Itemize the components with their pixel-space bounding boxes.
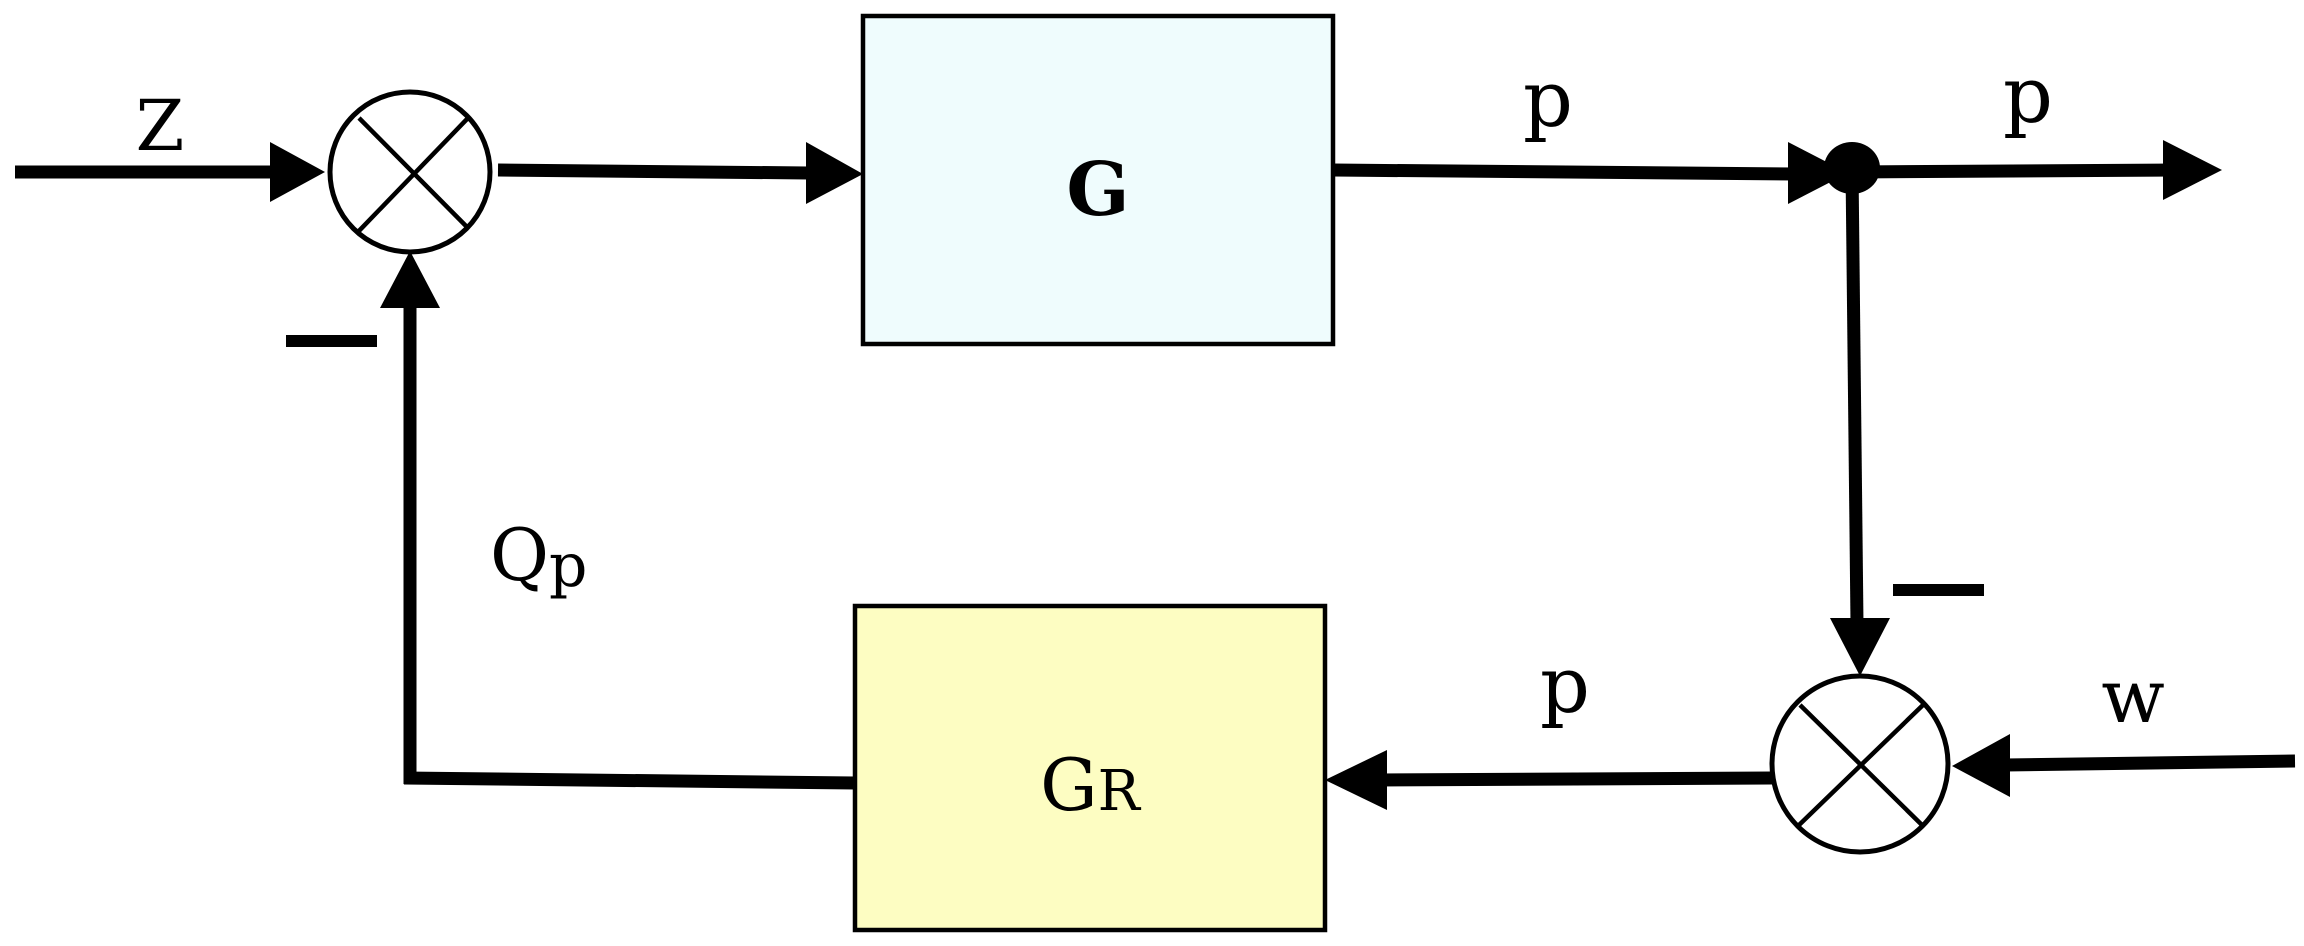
block-gr: [852, 603, 1328, 933]
g-output-line: [1332, 163, 1796, 181]
output-line: [1851, 163, 2171, 179]
summing-junction-right: [1769, 673, 1951, 855]
block-gr-label-main: G: [1040, 743, 1098, 827]
label-qp: Qp: [490, 513, 587, 601]
g-output-arrow: [1788, 142, 1848, 204]
block-gr-label-sub: R: [1098, 759, 1142, 824]
output-arrow: [2163, 140, 2222, 200]
summer-to-g-arrow: [806, 142, 863, 204]
label-qp-main: Q: [490, 513, 549, 597]
label-w: w: [2101, 654, 2164, 740]
summer-to-gr-arrow: [1325, 750, 1387, 810]
signal-w-line: [2004, 754, 2296, 772]
summer-to-g-line: [497, 163, 809, 180]
signal-w-arrow: [1952, 734, 2010, 797]
label-p-after-g: p: [1523, 55, 1573, 145]
label-z: Z: [136, 85, 185, 167]
feedback-down-arrow: [1830, 618, 1890, 676]
block-g-label: G: [1066, 147, 1129, 233]
label-p-to-gr: p: [1540, 641, 1590, 731]
feedback-down-line: [1845, 167, 1864, 625]
gr-output-line: [403, 771, 856, 790]
label-qp-sub: p: [549, 531, 587, 601]
signal-z-arrow: [270, 142, 325, 202]
summing-junction-left: [327, 89, 493, 255]
label-p-output: p: [2003, 51, 2053, 141]
feedback-up-arrow: [380, 251, 440, 308]
summer-to-gr-line: [1377, 771, 1773, 787]
block-gr-label: GR: [1040, 743, 1142, 827]
block-g: [860, 13, 1336, 347]
